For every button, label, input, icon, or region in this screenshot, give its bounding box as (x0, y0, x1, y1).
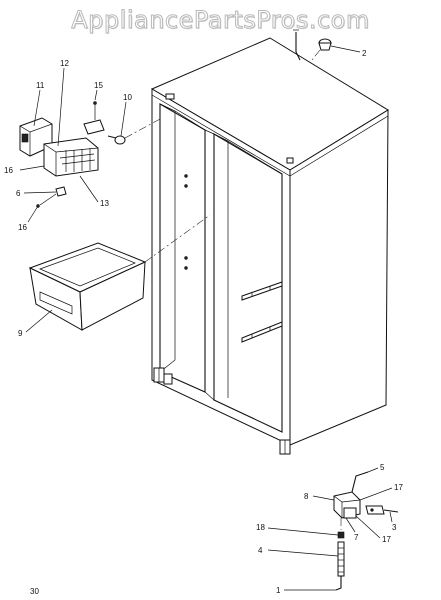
refrigerator-cabinet (150, 37, 389, 455)
callout-17-upper: 17 (394, 483, 403, 492)
callout-13: 13 (100, 199, 109, 208)
callout-15: 15 (94, 81, 103, 90)
callout-18: 18 (256, 523, 265, 532)
water-valve-assembly (333, 471, 399, 591)
part-2-cap (311, 38, 332, 61)
callout-3: 3 (392, 523, 397, 532)
ice-maker-assembly (19, 101, 163, 208)
callout-4: 4 (258, 546, 263, 555)
callout-labels: 2 11 12 15 10 16 13 6 16 9 5 8 17 3 17 7… (4, 49, 403, 596)
callout-9: 9 (18, 329, 23, 338)
callout-12: 12 (60, 59, 69, 68)
callout-8: 8 (304, 492, 309, 501)
callout-5: 5 (380, 463, 385, 472)
callout-7: 7 (354, 533, 359, 542)
page-number: 30 (30, 587, 39, 596)
callout-11: 11 (36, 81, 45, 90)
callout-leaders (19, 45, 393, 591)
callout-2: 2 (362, 49, 367, 58)
callout-6: 6 (16, 189, 21, 198)
part-9-ice-bucket (28, 214, 211, 331)
callout-1: 1 (276, 586, 281, 595)
callout-16-upper: 16 (4, 166, 13, 175)
callout-16-lower: 16 (18, 223, 27, 232)
callout-17-lower: 17 (382, 535, 391, 544)
watermark-logo: AppliancePartsPros.com (71, 6, 370, 35)
water-supply-line (293, 29, 301, 61)
callout-10: 10 (123, 93, 132, 102)
